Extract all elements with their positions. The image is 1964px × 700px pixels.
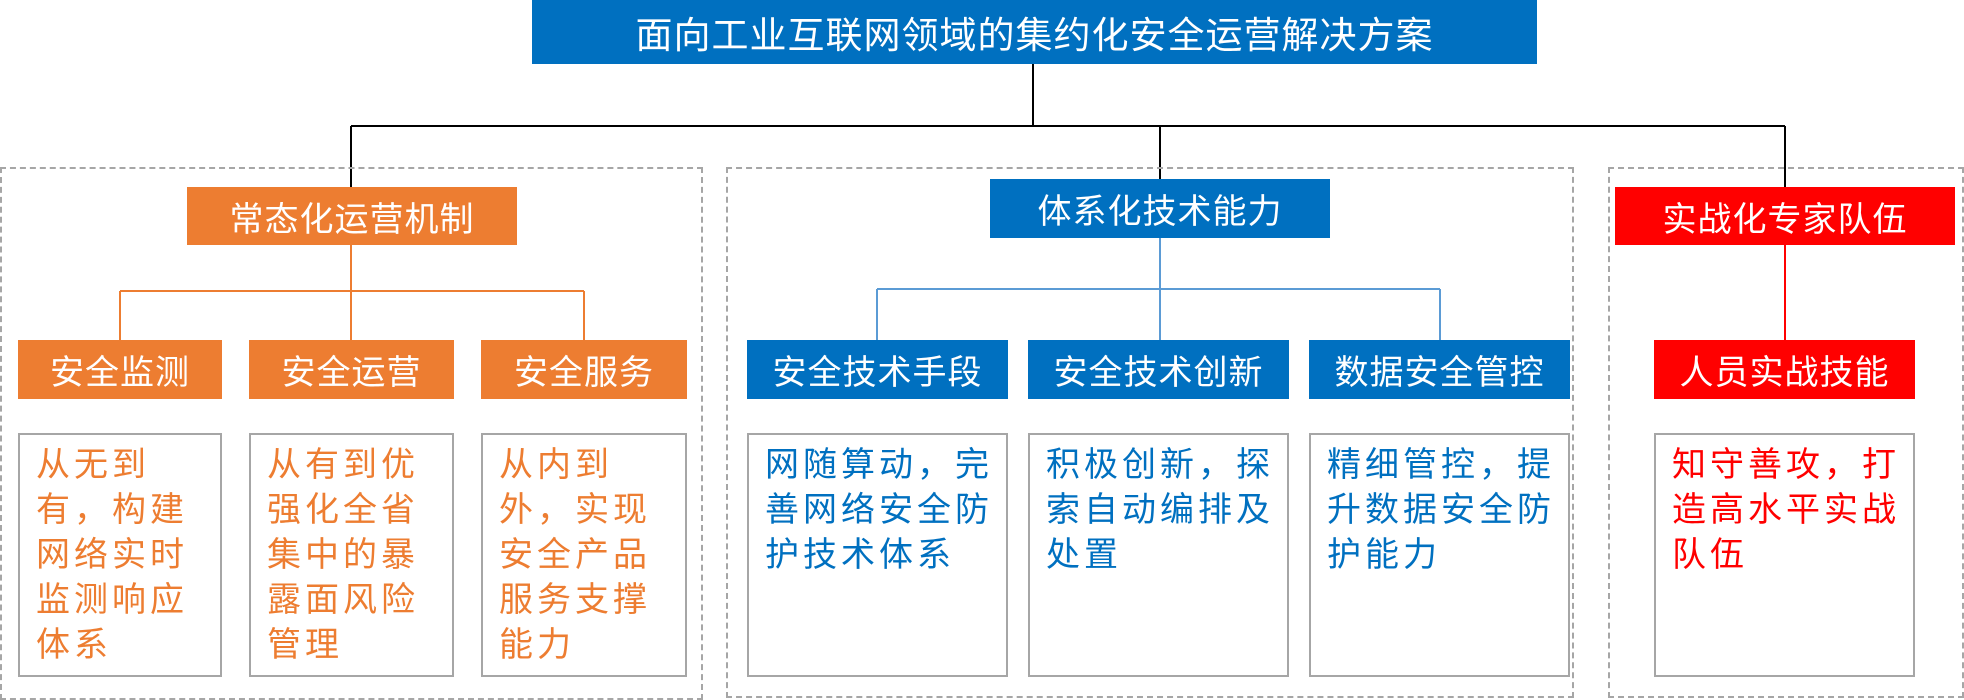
item-security-services: 安全服务	[481, 340, 687, 399]
group-frame-operations	[0, 167, 703, 700]
item-security-monitoring: 安全监测	[18, 340, 222, 399]
diagram-title: 面向工业互联网领域的集约化安全运营解决方案	[532, 0, 1537, 64]
desc-security-operations: 从有到优强化全省集中的暴露面风险管理	[249, 433, 454, 677]
group-frame-experts	[1608, 167, 1964, 698]
desc-security-services: 从内到外，实现安全产品服务支撑能力	[481, 433, 687, 677]
item-personnel-combat-skills: 人员实战技能	[1654, 340, 1915, 399]
pillar-technical-capability: 体系化技术能力	[990, 179, 1330, 238]
item-data-security-control: 数据安全管控	[1309, 340, 1570, 399]
desc-security-monitoring: 从无到有，构建网络实时监测响应体系	[18, 433, 222, 677]
pillar-expert-team: 实战化专家队伍	[1615, 187, 1955, 245]
group-frame-technology	[726, 167, 1574, 698]
item-security-tech-innovation: 安全技术创新	[1028, 340, 1289, 399]
item-security-operations: 安全运营	[249, 340, 454, 399]
pillar-operations-mechanism: 常态化运营机制	[187, 187, 517, 245]
item-security-technical-means: 安全技术手段	[747, 340, 1008, 399]
desc-security-technical-means: 网随算动，完善网络安全防护技术体系	[747, 433, 1008, 677]
desc-security-tech-innovation: 积极创新，探索自动编排及处置	[1028, 433, 1289, 677]
desc-personnel-combat-skills: 知守善攻，打造高水平实战队伍	[1654, 433, 1915, 677]
desc-data-security-control: 精细管控，提升数据安全防护能力	[1309, 433, 1570, 677]
